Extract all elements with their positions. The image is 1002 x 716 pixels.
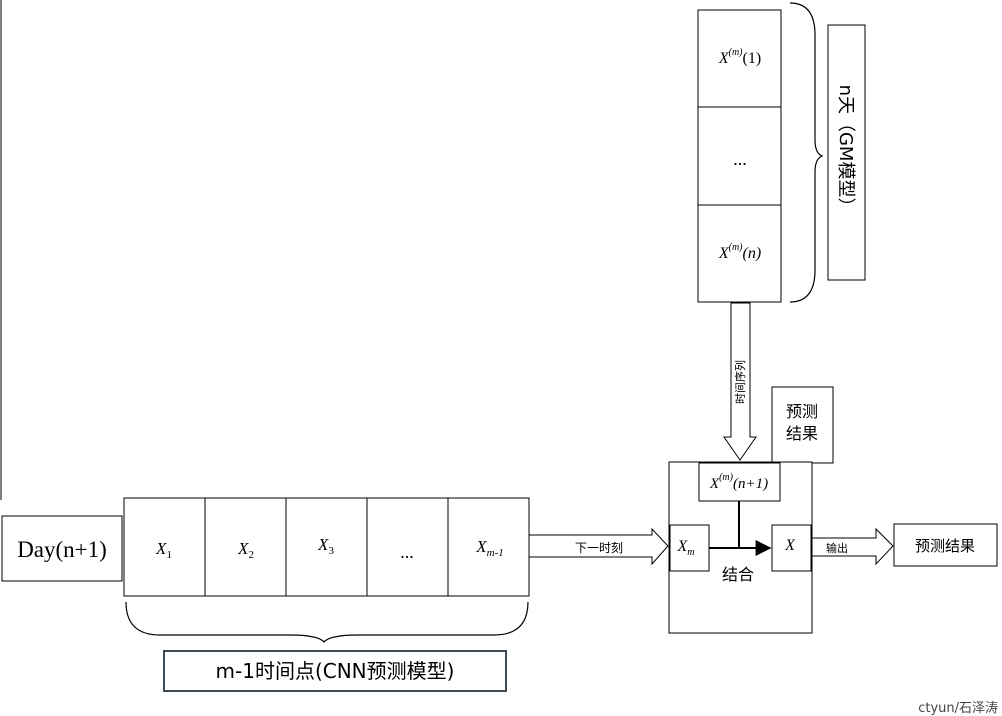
- gm-cell-1-label: X(m)(1): [718, 47, 761, 67]
- combine-right-label: X: [784, 537, 796, 554]
- gm-cell-2: [697, 106, 782, 206]
- gm-sequence: X(m)(1) ... X(m)(n): [697, 9, 782, 303]
- time-series-arrow: [723, 302, 757, 461]
- day-box: [1, 515, 123, 582]
- cnn-cell-2-label: X2: [237, 539, 254, 561]
- cnn-cell-1-label: X1: [155, 539, 172, 561]
- gm-cell-3-label: X(m)(n): [718, 242, 761, 262]
- gm-bracket: [789, 2, 824, 303]
- result-label: 预测结果: [915, 537, 975, 555]
- gm-cell-3: [697, 204, 782, 303]
- output-arrow: [811, 527, 894, 566]
- combine-top-cell: [698, 462, 781, 502]
- combine-left-label: Xm: [676, 538, 694, 558]
- gm-cell-2-label: ...: [733, 149, 747, 169]
- gm-label: n天（GM模型）: [835, 85, 856, 216]
- result-box: [893, 523, 998, 567]
- gm-cell-1: [697, 9, 782, 108]
- cnn-label-box: [163, 650, 507, 692]
- combine-top-label: X(m)(n+1): [709, 472, 768, 492]
- next-time-label: 下一时刻: [575, 541, 623, 555]
- watermark: ctyun/石泽涛: [918, 700, 998, 716]
- gm-label-box: [827, 24, 866, 281]
- side-note-line-2: 结果: [786, 424, 818, 443]
- side-note-label: 预测结果: [786, 402, 818, 443]
- side-note-line-1: 预测: [786, 402, 818, 421]
- next-time-arrow: [528, 527, 669, 566]
- combine-label: 结合: [722, 565, 754, 584]
- cnn-cell-1: [123, 497, 206, 597]
- cnn-bracket: [125, 601, 529, 643]
- cnn-cell-5-label: Xm-1: [475, 537, 504, 559]
- side-note-box: [771, 386, 834, 464]
- cnn-sequence: X1 X2 X3 ... Xm-1: [123, 497, 530, 597]
- cnn-cell-4-label: ...: [400, 542, 414, 562]
- time-series-label: 时间序列: [733, 360, 747, 404]
- combine-right-cell: [771, 524, 812, 572]
- output-label: 输出: [826, 541, 848, 555]
- cnn-cell-5: [447, 497, 530, 597]
- day-label: Day(n+1): [17, 537, 107, 562]
- cnn-cell-2: [204, 497, 287, 597]
- cnn-cell-3-label: X3: [317, 535, 334, 557]
- cnn-label: m-1时间点(CNN预测模型): [216, 659, 455, 683]
